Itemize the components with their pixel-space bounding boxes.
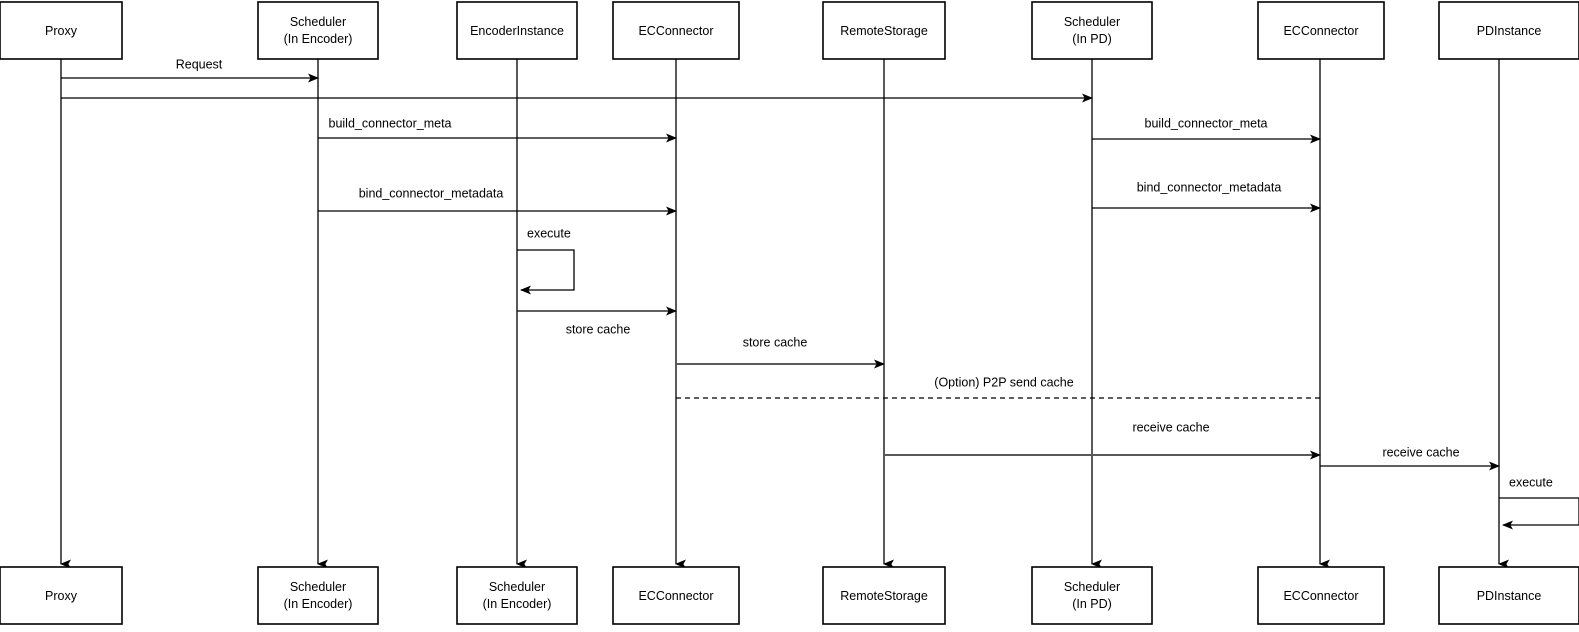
top-label-sched_enc-line1: Scheduler: [290, 15, 346, 29]
bottom-label-encoder_inst-line2: (In Encoder): [483, 597, 552, 611]
bottom-box-sched_pd[interactable]: [1031, 566, 1153, 625]
message-label-m1: Request: [176, 57, 223, 71]
message-m5[interactable]: bind_connector_metadata: [318, 186, 677, 216]
self-message-path-s1[interactable]: [517, 249, 575, 295]
message-m4[interactable]: build_connector_meta: [1092, 116, 1321, 144]
top-participant-sched_pd[interactable]: Scheduler (In PD): [1031, 1, 1153, 60]
top-label-sched_pd-line1: Scheduler: [1064, 15, 1120, 29]
top-participant-ec_conn_enc[interactable]: ECConnector: [612, 1, 740, 60]
bottom-label-sched_enc-line2: (In Encoder): [284, 597, 353, 611]
top-label-sched_enc-line2: (In Encoder): [284, 32, 353, 46]
top-participant-boxes: Proxy Scheduler (In Encoder) EncoderInstanc…: [0, 1, 1579, 60]
top-box-pd_inst[interactable]: [1438, 1, 1579, 60]
top-label-sched_pd-line2: (In PD): [1072, 32, 1112, 46]
bottom-label-pd_inst: PDInstance: [1477, 589, 1542, 603]
bottom-box-encoder_inst[interactable]: [456, 566, 578, 625]
self-message-s2[interactable]: execute: [1499, 475, 1579, 530]
bottom-box-proxy[interactable]: [0, 566, 123, 625]
top-box-encoder_inst[interactable]: [456, 1, 578, 60]
bottom-participant-encoder_inst[interactable]: Scheduler (In Encoder): [456, 566, 578, 625]
bottom-participant-pd_inst[interactable]: PDInstance: [1438, 566, 1579, 625]
message-label-m5: bind_connector_metadata: [359, 186, 504, 200]
message-label-m6: bind_connector_metadata: [1137, 180, 1282, 194]
top-label-pd_inst: PDInstance: [1477, 24, 1542, 38]
bottom-label-encoder_inst-line1: Scheduler: [489, 580, 545, 594]
top-participant-proxy[interactable]: Proxy: [0, 1, 123, 60]
message-label-m8: store cache: [743, 335, 808, 349]
top-box-sched_enc[interactable]: [257, 1, 379, 60]
bottom-participant-proxy[interactable]: Proxy: [0, 566, 123, 625]
self-messages-layer: execute execute: [517, 226, 1579, 530]
bottom-participant-sched_pd[interactable]: Scheduler (In PD): [1031, 566, 1153, 625]
top-label-proxy: Proxy: [45, 24, 78, 38]
message-m1[interactable]: Request: [61, 57, 319, 83]
top-participant-sched_enc[interactable]: Scheduler (In Encoder): [257, 1, 379, 60]
bottom-label-sched_pd-line2: (In PD): [1072, 597, 1112, 611]
message-label-m10: receive cache: [1132, 420, 1209, 434]
top-label-ec_conn_pd: ECConnector: [1283, 24, 1358, 38]
self-message-label-s2: execute: [1509, 475, 1553, 489]
bottom-box-pd_inst[interactable]: [1438, 566, 1579, 625]
top-box-ec_conn_pd[interactable]: [1257, 1, 1385, 60]
message-m7[interactable]: store cache: [517, 306, 677, 336]
bottom-participant-sched_enc[interactable]: Scheduler (In Encoder): [257, 566, 379, 625]
top-participant-pd_inst[interactable]: PDInstance: [1438, 1, 1579, 60]
top-box-remote_store[interactable]: [822, 1, 946, 60]
message-label-m3: build_connector_meta: [329, 116, 452, 130]
top-participant-encoder_inst[interactable]: EncoderInstance: [456, 1, 578, 60]
top-label-remote_store: RemoteStorage: [840, 24, 928, 38]
message-m9[interactable]: (Option) P2P send cache: [676, 375, 1320, 399]
bottom-label-remote_store: RemoteStorage: [840, 589, 928, 603]
bottom-box-sched_enc[interactable]: [257, 566, 379, 625]
lifelines-layer: [60, 59, 1509, 569]
top-box-ec_conn_enc[interactable]: [612, 1, 740, 60]
message-m8[interactable]: store cache: [676, 335, 885, 369]
bottom-participant-ec_conn_pd[interactable]: ECConnector: [1257, 566, 1385, 625]
bottom-label-sched_pd-line1: Scheduler: [1064, 580, 1120, 594]
message-label-m7: store cache: [566, 322, 631, 336]
bottom-label-ec_conn_enc: ECConnector: [638, 589, 713, 603]
bottom-label-sched_enc-line1: Scheduler: [290, 580, 346, 594]
message-label-m9: (Option) P2P send cache: [934, 375, 1073, 389]
self-message-path-s2[interactable]: [1499, 497, 1579, 530]
message-m3[interactable]: build_connector_meta: [318, 116, 677, 143]
bottom-label-proxy: Proxy: [45, 589, 78, 603]
message-label-m4: build_connector_meta: [1145, 116, 1268, 130]
bottom-box-remote_store[interactable]: [822, 566, 946, 625]
message-m6[interactable]: bind_connector_metadata: [1092, 180, 1321, 213]
self-message-label-s1: execute: [527, 226, 571, 240]
top-participant-remote_store[interactable]: RemoteStorage: [822, 1, 946, 60]
bottom-participant-boxes: Proxy Scheduler (In Encoder) Scheduler (In E…: [0, 566, 1579, 625]
top-label-ec_conn_enc: ECConnector: [638, 24, 713, 38]
bottom-participant-ec_conn_enc[interactable]: ECConnector: [612, 566, 740, 625]
bottom-box-ec_conn_enc[interactable]: [612, 566, 740, 625]
self-message-s1[interactable]: execute: [517, 226, 575, 295]
top-box-sched_pd[interactable]: [1031, 1, 1153, 60]
bottom-label-ec_conn_pd: ECConnector: [1283, 589, 1358, 603]
bottom-box-ec_conn_pd[interactable]: [1257, 566, 1385, 625]
message-m11[interactable]: receive cache: [1320, 445, 1500, 471]
top-label-encoder_inst: EncoderInstance: [470, 24, 564, 38]
bottom-participant-remote_store[interactable]: RemoteStorage: [822, 566, 946, 625]
top-participant-ec_conn_pd[interactable]: ECConnector: [1257, 1, 1385, 60]
message-label-m11: receive cache: [1382, 445, 1459, 459]
message-m10[interactable]: receive cache: [884, 420, 1321, 460]
top-box-proxy[interactable]: [0, 1, 123, 60]
messages-layer: Request build_connector_meta build_connect…: [61, 57, 1500, 471]
